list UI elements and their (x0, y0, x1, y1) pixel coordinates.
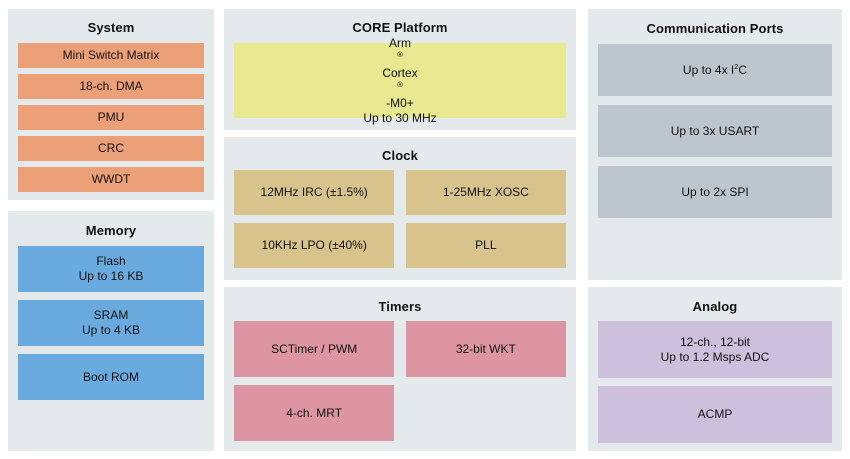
panel-title-clock: Clock (382, 148, 418, 163)
block-crc[interactable]: CRC (18, 136, 204, 161)
block-mini-switch-matrix[interactable]: Mini Switch Matrix (18, 43, 204, 68)
block-pmu[interactable]: PMU (18, 105, 204, 130)
block-sublabel: Up to 4 KB (81, 323, 141, 337)
panel-analog: Analog 12-ch., 12-bit Up to 1.2 Msps ADC… (588, 287, 842, 451)
block-label: PMU (97, 110, 125, 124)
block-sublabel: Up to 30 MHz (363, 110, 437, 125)
block-adc[interactable]: 12-ch., 12-bit Up to 1.2 Msps ADC (598, 321, 832, 378)
panel-system: System Mini Switch Matrix 18-ch. DMA PMU… (8, 9, 214, 200)
block-32bit-wkt[interactable]: 32-bit WKT (405, 321, 566, 377)
superscript-two-icon: 2 (734, 61, 739, 71)
registered-trademark-icon: ® (397, 49, 403, 59)
panel-communication-ports: Communication Ports Up to 4x I2C Up to 3… (588, 9, 842, 280)
panel-title-communication-ports: Communication Ports (646, 21, 784, 36)
block-wwdt[interactable]: WWDT (18, 167, 204, 192)
block-label: SRAM (93, 308, 129, 322)
block-label: WWDT (91, 172, 131, 186)
block-pll[interactable]: PLL (405, 223, 566, 268)
block-label: Up to 2x SPI (681, 184, 749, 199)
panel-clock: Clock 12MHz IRC (±1.5%) 1-25MHz XOSC 10K… (224, 137, 576, 280)
panel-core-platform: CORE Platform Arm® Cortex®-M0+ Up to 30 … (224, 9, 576, 130)
panel-timers: Timers SCTimer / PWM 32-bit WKT 4-ch. MR… (224, 287, 576, 451)
block-12mhz-irc[interactable]: 12MHz IRC (±1.5%) (234, 170, 395, 215)
block-label: Up to 3x USART (670, 123, 760, 138)
block-label: Arm® Cortex®-M0+ (382, 35, 418, 110)
panel-title-system: System (87, 20, 135, 35)
block-sctimer-pwm[interactable]: SCTimer / PWM (234, 321, 395, 377)
block-label: Mini Switch Matrix (62, 48, 160, 62)
block-usart[interactable]: Up to 3x USART (598, 105, 832, 157)
block-label: PLL (475, 238, 497, 252)
block-label: 12MHz IRC (±1.5%) (260, 185, 368, 199)
block-label: 10KHz LPO (±40%) (261, 238, 367, 252)
block-label: SCTimer / PWM (271, 341, 358, 356)
block-spi[interactable]: Up to 2x SPI (598, 166, 832, 218)
block-sram[interactable]: SRAM Up to 4 KB (18, 300, 204, 346)
panel-title-timers: Timers (378, 299, 422, 314)
block-label: CRC (98, 141, 124, 155)
block-flash[interactable]: Flash Up to 16 KB (18, 246, 204, 292)
block-label: Boot ROM (82, 369, 139, 384)
panel-memory: Memory Flash Up to 16 KB SRAM Up to 4 KB… (8, 211, 214, 451)
block-acmp[interactable]: ACMP (598, 386, 832, 443)
block-label: 1-25MHz XOSC (442, 185, 529, 199)
block-sublabel: Up to 16 KB (78, 269, 144, 283)
block-label: Up to 4x I2C (682, 61, 748, 77)
panel-title-core-platform: CORE Platform (352, 20, 448, 35)
block-arm-cortex-m0plus[interactable]: Arm® Cortex®-M0+ Up to 30 MHz (234, 36, 566, 125)
block-label: 18-ch. DMA (79, 79, 143, 93)
block-boot-rom[interactable]: Boot ROM (18, 354, 204, 400)
block-10khz-lpo[interactable]: 10KHz LPO (±40%) (234, 223, 395, 268)
block-i2c[interactable]: Up to 4x I2C (598, 44, 832, 96)
block-label: 4-ch. MRT (286, 405, 343, 420)
block-label: 12-ch., 12-bit (679, 334, 751, 349)
block-sublabel: Up to 1.2 Msps ADC (660, 349, 770, 364)
block-4ch-mrt[interactable]: 4-ch. MRT (234, 385, 395, 441)
panel-title-memory: Memory (85, 223, 137, 238)
block-label: ACMP (697, 407, 733, 421)
block-dma[interactable]: 18-ch. DMA (18, 74, 204, 99)
block-xosc[interactable]: 1-25MHz XOSC (405, 170, 566, 215)
block-label: Flash (96, 254, 126, 268)
panel-title-analog: Analog (692, 299, 738, 314)
registered-trademark-icon: ® (397, 79, 403, 89)
block-label: 32-bit WKT (455, 341, 516, 356)
